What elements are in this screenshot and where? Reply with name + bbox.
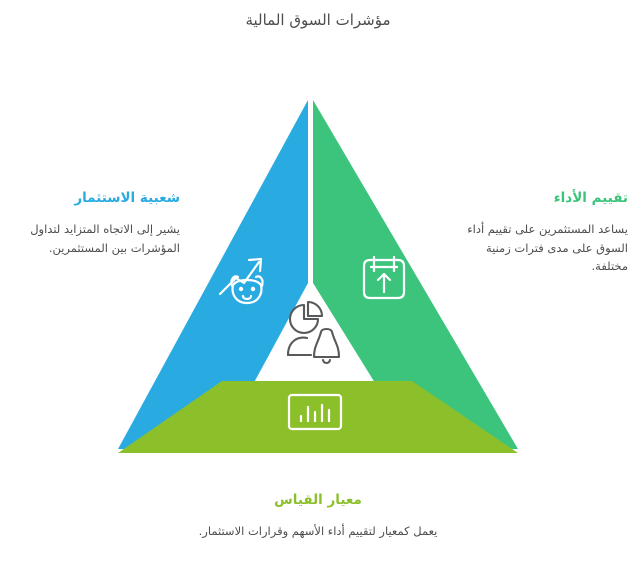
callout-right-description: يساعد المستثمرين على تقييم أداء السوق عل… [467,221,628,274]
callout-right[interactable]: تقييم الأداء يساعد المستثمرين على تقييم … [452,190,628,276]
callout-right-title: تقييم الأداء [553,190,628,206]
bar-chart-frame-icon [287,393,343,431]
pie-chart-person-bell-icon [286,300,341,365]
page-title: مؤشرات السوق المالية [245,11,391,29]
calendar-up-arrow-icon [362,255,406,300]
callout-left-title: شعبية الاستثمار [74,190,180,206]
callout-left[interactable]: شعبية الاستثمار يشير إلى الاتجاه المتزاي… [8,190,180,257]
callout-bottom[interactable]: معيار القياس يعمل كمعيار لتقييم أداء الأ… [178,492,458,541]
triangle-segment-left[interactable] [118,100,308,449]
callout-left-description: يشير إلى الاتجاه المتزايد لتداول المؤشرا… [30,221,180,255]
bull-market-arrow-icon [218,257,264,305]
callout-bottom-title: معيار القياس [274,492,362,508]
callout-bottom-description: يعمل كمعيار لتقييم أداء الأسهم وقرارات ا… [198,523,438,538]
triangle-segment-bottom[interactable] [118,381,518,453]
